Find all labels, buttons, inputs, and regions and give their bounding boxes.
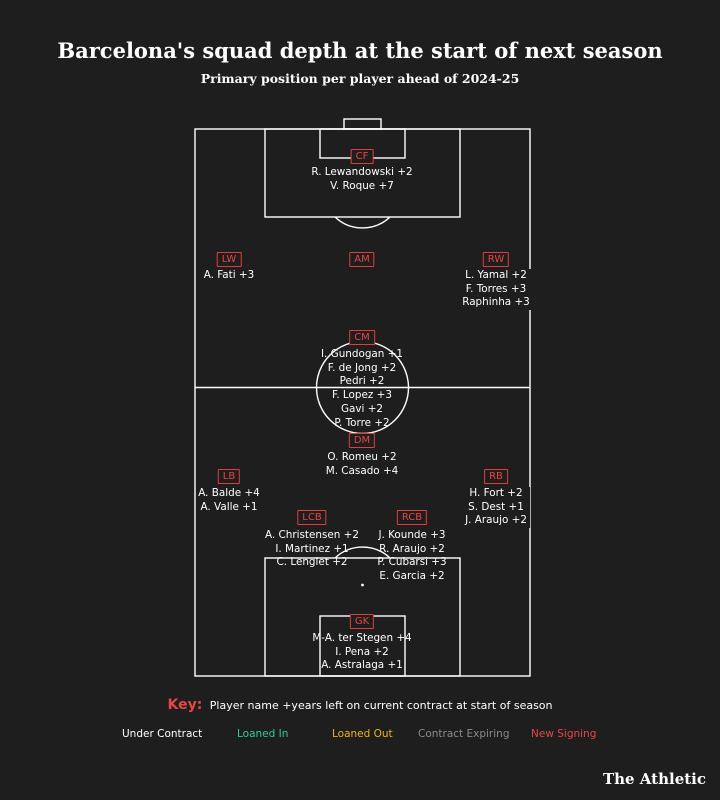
- player-name: A. Balde +4: [198, 487, 260, 499]
- player-name: P. Cubarsi +3: [377, 556, 447, 569]
- player-name: M. Casado +4: [325, 464, 399, 477]
- position-badge-lw: LW: [216, 252, 242, 267]
- player-name: F. Lopez +3: [332, 389, 392, 402]
- player-name: Gavi +2: [340, 402, 384, 415]
- legend-under-contract: Under Contract: [122, 728, 203, 740]
- bottom-penalty-arc: [334, 546, 391, 559]
- player-name: E. Garcia +2: [379, 570, 445, 583]
- position-badge-lcb: LCB: [297, 510, 327, 525]
- position-badge-cf: CF: [350, 149, 374, 164]
- player-name: V. Roque +7: [330, 179, 394, 192]
- legend-loaned-in: Loaned In: [237, 728, 289, 740]
- player-name: I. Pena +2: [335, 645, 389, 658]
- player-name: R. Lewandowski +2: [311, 166, 413, 178]
- player-name: F. de Jong +2: [327, 361, 397, 374]
- position-badge-lb: LB: [217, 469, 241, 484]
- chart-subtitle: Primary position per player ahead of 202…: [200, 71, 520, 86]
- player-name: O. Romeu +2: [327, 451, 397, 463]
- player-name: Pedri +2: [339, 375, 385, 388]
- key-row: Key: Player name +years left on current …: [0, 697, 720, 713]
- player-name: I. Gundogan +1: [320, 348, 404, 360]
- brand-logo: The Athletic: [602, 770, 706, 788]
- top-penalty-arc: [334, 216, 391, 229]
- player-name: M-A. ter Stegen +4: [312, 632, 412, 644]
- player-list-lw: A. Fati +3: [201, 269, 258, 283]
- player-name: L. Yamal +2: [465, 269, 527, 281]
- player-name: A. Fati +3: [203, 269, 255, 281]
- legend-contract-expiring: Contract Expiring: [418, 728, 510, 740]
- position-badge-gk: GK: [349, 614, 375, 629]
- legend-new-signing: New Signing: [531, 728, 597, 740]
- position-badge-rcb: RCB: [396, 510, 428, 525]
- player-name: S. Dest +1: [468, 500, 524, 513]
- position-badge-am: AM: [349, 252, 375, 267]
- penalty-spot: [361, 583, 364, 587]
- chart-title: Barcelona's squad depth at the start of …: [57, 38, 663, 63]
- player-name: F. Torres +3: [465, 282, 527, 295]
- position-badge-rb: RB: [484, 469, 508, 484]
- player-name: I. Martinez +1: [275, 542, 349, 555]
- position-badge-dm: DM: [348, 433, 376, 448]
- player-name: R. Araujo +2: [379, 542, 445, 555]
- player-name: P. Torre +2: [334, 416, 390, 429]
- player-name: A. Christensen +2: [264, 529, 360, 541]
- top-goal: [343, 118, 382, 130]
- player-name: J. Araujo +2: [465, 514, 527, 527]
- player-name: Raphinha +3: [462, 296, 530, 309]
- player-name: A. Valle +1: [200, 500, 258, 513]
- player-name: C. Lenglet +2: [276, 556, 348, 569]
- key-label: Key:: [167, 697, 203, 713]
- player-name: A. Astralaga +1: [321, 659, 403, 672]
- position-badge-rw: RW: [482, 252, 510, 267]
- key-text: Player name +years left on current contr…: [209, 699, 553, 712]
- player-name: J. Kounde +3: [378, 529, 446, 541]
- legend-loaned-out: Loaned Out: [332, 728, 393, 740]
- player-name: H. Fort +2: [469, 487, 523, 499]
- position-badge-cm: CM: [349, 330, 375, 345]
